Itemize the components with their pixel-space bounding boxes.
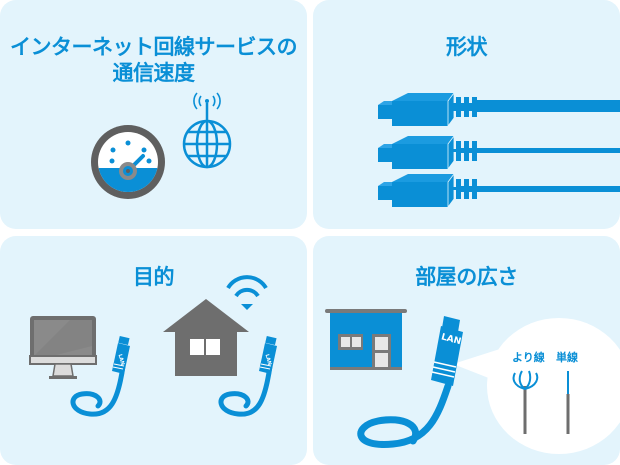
title-line-2: 通信速度 bbox=[112, 61, 196, 85]
monitor-icon bbox=[29, 316, 97, 379]
lan-cable-icon: LAN bbox=[218, 335, 277, 417]
stranded-wire-label: より線 bbox=[512, 351, 545, 364]
lan-cable-thin-icon bbox=[377, 173, 620, 208]
solid-wire-label: 単線 bbox=[556, 351, 578, 364]
lan-cable-icon: LAN bbox=[70, 335, 130, 417]
panel-title-shape: 形状 bbox=[446, 35, 488, 59]
speedometer-icon bbox=[91, 125, 165, 199]
panel-title-purpose: 目的 bbox=[133, 265, 175, 289]
lan-label: LAN bbox=[117, 354, 126, 366]
wifi-icon bbox=[226, 275, 268, 310]
stranded-wire-icon bbox=[512, 370, 539, 434]
building-icon bbox=[325, 309, 407, 370]
panel-title-room-size: 部屋の広さ bbox=[415, 265, 518, 289]
callout-bubble bbox=[453, 318, 620, 454]
panel-shape: 形状 bbox=[313, 0, 620, 229]
panel-title-speed: インターネット回線サービスの 通信速度 bbox=[0, 34, 307, 86]
lan-cable-thick-icon bbox=[377, 92, 620, 127]
title-line-1: インターネット回線サービスの bbox=[10, 35, 298, 59]
lan-cable-icon: LAN bbox=[357, 316, 463, 448]
panel-speed: インターネット回線サービスの 通信速度 bbox=[0, 0, 307, 229]
svg-text:LAN: LAN bbox=[264, 354, 273, 366]
panel-purpose: 目的 LAN bbox=[0, 236, 307, 465]
lan-cable-thin-icon bbox=[377, 135, 620, 170]
globe-antenna-icon bbox=[182, 92, 232, 169]
house-icon bbox=[163, 299, 249, 376]
panel-room-size: 部屋の広さ LAN bbox=[313, 236, 620, 465]
